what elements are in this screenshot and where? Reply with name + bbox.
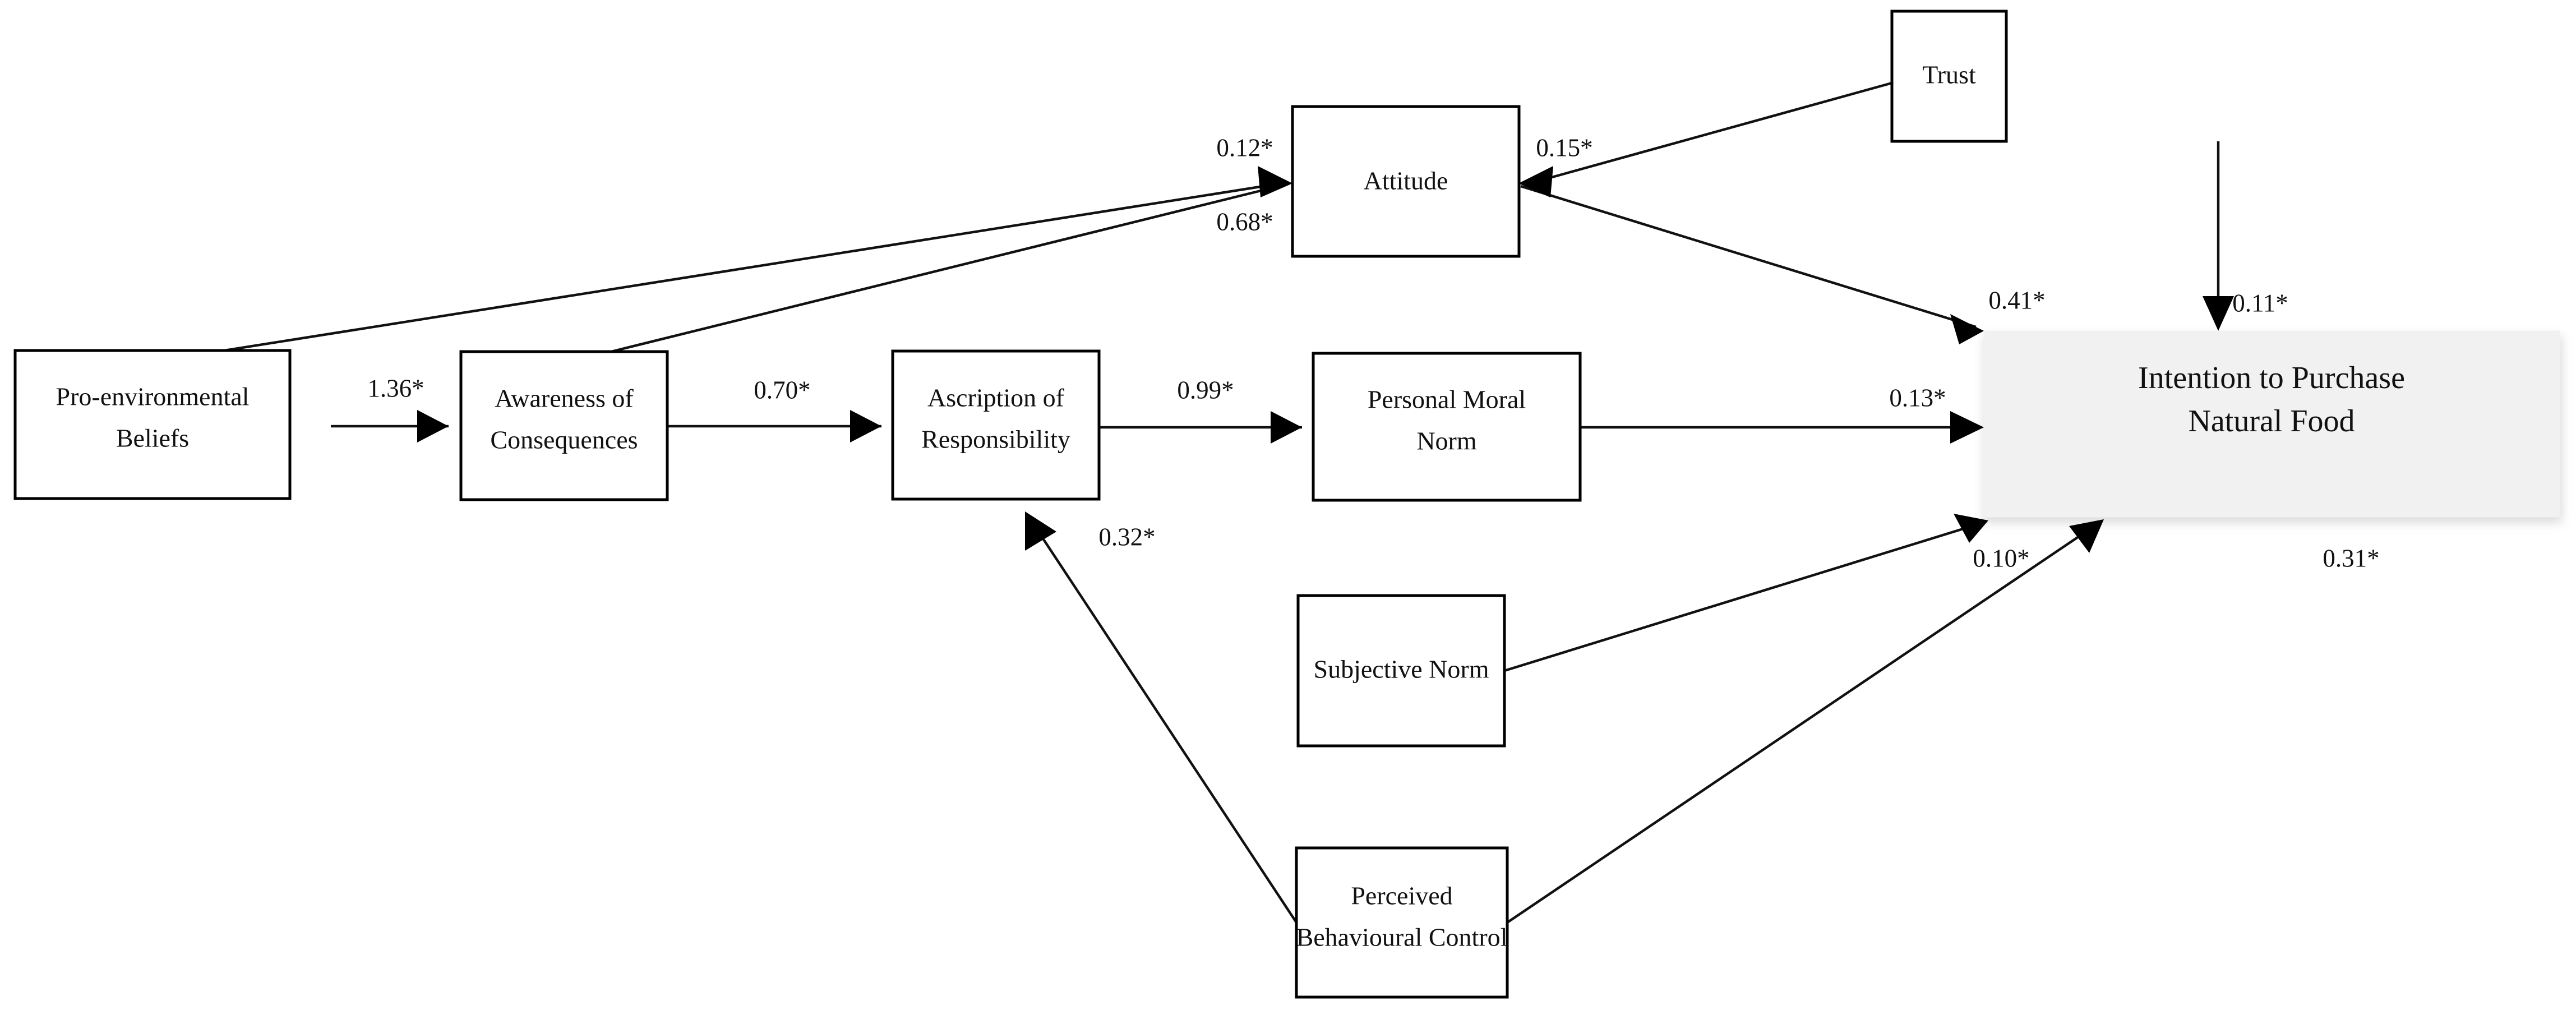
- node-label-awareness-of-consequences-line2: Consequences: [490, 426, 638, 454]
- arrowhead-trust-to-intention: [2203, 296, 2234, 331]
- node-pro-environmental-beliefs[interactable]: Pro-environmental Beliefs: [13, 349, 292, 500]
- coefficient-attitude-to-intention: 0.41*: [1988, 286, 2045, 314]
- coefficient-sn-to-intention: 0.10*: [1973, 544, 2029, 572]
- coefficient-aor-to-pmn: 0.99*: [1177, 376, 1234, 404]
- path-arrowheads-layer: [417, 166, 2234, 553]
- node-label-perceived-behavioural-control-line1: Perceived: [1351, 882, 1452, 910]
- node-trust[interactable]: Trust: [1890, 10, 2008, 143]
- path-lines-layer: [224, 81, 2220, 924]
- node-label-pro-environmental-beliefs-line1: Pro-environmental: [56, 382, 250, 411]
- node-box-perceived-behavioural-control[interactable]: [1295, 846, 1509, 999]
- node-label-subjective-norm: Subjective Norm: [1314, 655, 1489, 684]
- arrowhead-pbc-to-aor: [1025, 511, 1056, 551]
- path-line-pbc-to-intention: [1506, 525, 2095, 924]
- node-label-ascription-of-responsibility-line1: Ascription of: [927, 384, 1065, 412]
- coefficient-pbc-to-intention: 0.31*: [2323, 544, 2379, 572]
- outcome-box[interactable]: [1983, 330, 2560, 518]
- node-personal-moral-norm[interactable]: Personal Moral Norm: [1312, 352, 1582, 502]
- coefficient-trust-to-attitude: 0.15*: [1536, 133, 1592, 162]
- path-line-sn-to-intention: [1504, 522, 1980, 672]
- path-line-peb-to-attitude: [224, 182, 1282, 352]
- arrowhead-peb-to-attitude: [1258, 166, 1292, 197]
- node-label-personal-moral-norm-line1: Personal Moral: [1368, 385, 1526, 414]
- node-ascription-of-responsibility[interactable]: Ascription of Responsibility: [891, 349, 1101, 501]
- node-label-personal-moral-norm-line2: Norm: [1416, 427, 1477, 455]
- node-box-personal-moral-norm[interactable]: [1312, 352, 1582, 502]
- node-attitude[interactable]: Attitude: [1291, 105, 1521, 258]
- node-intention-to-purchase-natural-food[interactable]: Intention to Purchase Natural Food: [1983, 330, 2562, 523]
- node-box-subjective-norm[interactable]: [1296, 594, 1506, 748]
- arrowhead-pmn-to-intention: [1950, 411, 1984, 444]
- coefficient-aoc-to-aor: 0.70*: [754, 376, 810, 404]
- node-label-perceived-behavioural-control-line2: Behavioural Control: [1296, 923, 1508, 952]
- coefficient-peb-to-aoc: 1.36*: [367, 374, 424, 402]
- node-awareness-of-consequences[interactable]: Awareness of Consequences: [459, 350, 669, 501]
- path-line-aoc-to-attitude: [611, 184, 1282, 353]
- node-perceived-behavioural-control[interactable]: Perceived Behavioural Control: [1295, 846, 1509, 999]
- outcome-label-line2: Natural Food: [2188, 404, 2355, 439]
- path-line-pbc-to-aor: [1031, 520, 1298, 924]
- arrowhead-aor-to-pmn: [1271, 411, 1302, 444]
- arrowhead-sn-to-intention: [1954, 514, 1988, 543]
- coefficient-labels-layer: 1.36* 0.70* 0.99* 0.12* 0.68* 0.15* 0.41…: [367, 133, 2379, 572]
- arrowhead-aoc-to-aor: [850, 410, 881, 442]
- node-subjective-norm[interactable]: Subjective Norm: [1296, 594, 1506, 748]
- arrowhead-peb-to-aoc: [417, 410, 449, 442]
- coefficient-aoc-to-attitude: 0.68*: [1216, 207, 1273, 236]
- node-label-pro-environmental-beliefs-line2: Beliefs: [116, 424, 189, 453]
- node-label-attitude: Attitude: [1364, 167, 1448, 195]
- node-box-trust[interactable]: [1890, 10, 2008, 143]
- arrowhead-trust-to-attitude: [1518, 166, 1553, 197]
- coefficient-pbc-to-aor: 0.32*: [1098, 523, 1155, 551]
- node-box-ascription-of-responsibility[interactable]: [891, 349, 1101, 501]
- node-box-awareness-of-consequences[interactable]: [459, 350, 669, 501]
- path-line-attitude-to-intention: [1520, 185, 1977, 329]
- node-label-ascription-of-responsibility-line2: Responsibility: [921, 425, 1070, 454]
- node-label-awareness-of-consequences-line1: Awareness of: [495, 384, 634, 413]
- arrowhead-attitude-to-intention: [1950, 314, 1984, 344]
- node-box-attitude[interactable]: [1291, 105, 1521, 258]
- arrowhead-pbc-to-intention: [2069, 519, 2104, 553]
- coefficient-trust-to-intention: 0.11*: [2232, 289, 2288, 317]
- coefficient-pmn-to-intention: 0.13*: [1889, 384, 1946, 412]
- node-box-pro-environmental-beliefs[interactable]: [13, 349, 292, 500]
- outcome-label-line1: Intention to Purchase: [2138, 361, 2405, 395]
- path-line-trust-to-attitude: [1529, 81, 1892, 185]
- coefficient-peb-to-attitude: 0.12*: [1216, 133, 1273, 162]
- node-label-trust: Trust: [1922, 61, 1976, 89]
